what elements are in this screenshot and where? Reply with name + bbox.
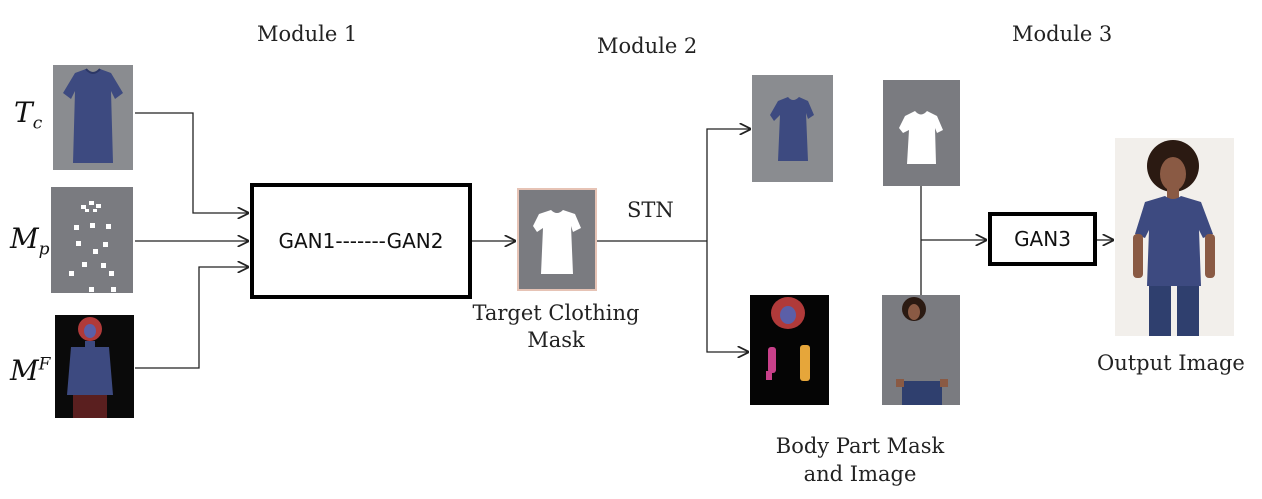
stn-label: STN <box>627 198 674 222</box>
gan1-gan2-label: GAN1-------GAN2 <box>278 229 444 253</box>
pose-map-image <box>51 187 133 293</box>
body-part-mask-image <box>750 295 829 405</box>
warped-clothing-image <box>752 75 833 182</box>
input-symbol-mp: Mp <box>10 222 50 260</box>
warped-clothing-mask-image <box>883 80 960 186</box>
stn-to-warped-arrow <box>706 129 750 241</box>
input-symbol-tc: Tc <box>14 96 43 134</box>
mf-to-gan-arrow <box>135 267 248 369</box>
gan3-label: GAN3 <box>1014 227 1071 251</box>
gan3-block: GAN3 <box>988 212 1097 266</box>
target-clothing-mask-image <box>517 188 597 291</box>
output-image-caption: Output Image <box>1097 351 1245 375</box>
module-1-label: Module 1 <box>257 22 358 46</box>
module-2-label: Module 2 <box>597 34 698 58</box>
body-part-caption: Body Part Mask and Image <box>775 434 945 486</box>
body-shape-mask-image <box>55 315 134 418</box>
tc-to-gan-arrow <box>135 112 248 213</box>
gan1-gan2-block: GAN1-------GAN2 <box>250 183 472 299</box>
module-3-label: Module 3 <box>1012 22 1113 46</box>
stn-to-bodypart-arrow <box>706 241 748 352</box>
input-symbol-mf: MF <box>10 354 51 387</box>
body-part-image <box>882 295 960 405</box>
target-clothing-mask-caption: Target Clothing Mask <box>472 301 640 352</box>
target-clothing-image <box>53 65 133 170</box>
output-image <box>1115 138 1234 336</box>
